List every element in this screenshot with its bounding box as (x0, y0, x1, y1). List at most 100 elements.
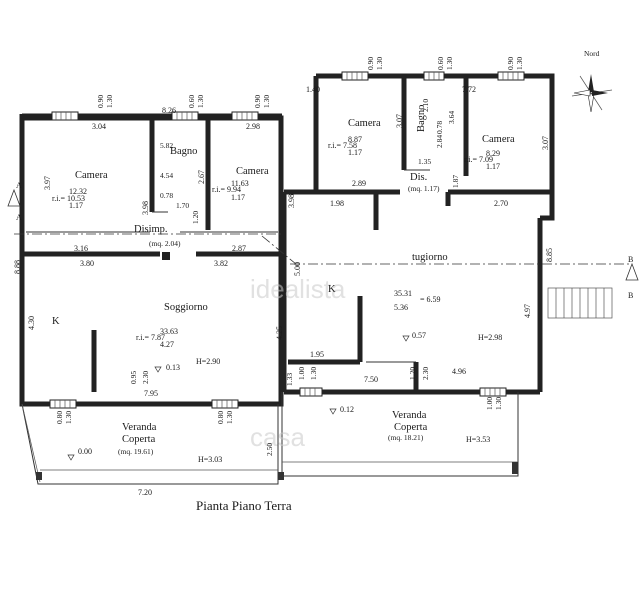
svg-text:0.80: 0.80 (216, 411, 225, 424)
room-height: H=2.90 (196, 357, 220, 366)
left-block-walls (19, 113, 284, 407)
room-name-1: Veranda (122, 422, 157, 433)
svg-text:0.60: 0.60 (187, 95, 196, 108)
room-camera-2: Camera r.i.= 9.94 11.63 1.17 (212, 166, 269, 202)
svg-text:7.95: 7.95 (144, 389, 158, 398)
level-triangle-icon (329, 408, 337, 415)
room-den: 1.17 (348, 148, 362, 157)
svg-text:0.90: 0.90 (96, 95, 105, 108)
room-name: Dis. (410, 172, 427, 183)
svg-text:2.87: 2.87 (232, 244, 246, 253)
room-area: (mq. 1.17) (408, 184, 440, 193)
svg-text:1.30: 1.30 (494, 397, 503, 410)
room-den: 1.17 (486, 162, 500, 171)
window-sog-bottom-1 (49, 399, 77, 409)
dim: 3.64 (447, 111, 456, 124)
svg-text:2.70: 2.70 (494, 199, 508, 208)
room-veranda-1: Veranda Coperta (mq. 19.61) H=3.03 0.00 (78, 422, 222, 464)
svg-text:3.16: 3.16 (74, 244, 88, 253)
svg-text:2.89: 2.89 (352, 179, 366, 188)
room-name-1: Veranda (392, 410, 427, 421)
section-mark-a-top: A (16, 181, 22, 190)
room-soggiorno: Soggiorno r.i.= 7.87 33.63 4.27 H=2.90 0… (52, 302, 220, 372)
section-mark-b-top: B (628, 255, 633, 264)
watermark-casa: casa (250, 422, 305, 452)
level-triangle-icon (402, 335, 410, 342)
svg-text:7.50: 7.50 (364, 375, 378, 384)
room-height: H=3.53 (466, 435, 490, 444)
room-name: Bagno (170, 146, 197, 157)
svg-text:1.00: 1.00 (297, 367, 306, 380)
svg-text:1.30: 1.30 (262, 95, 271, 108)
dim: 0.78 (160, 191, 173, 200)
section-arrow-b-icon (625, 262, 639, 281)
svg-text:1.00: 1.00 (485, 397, 494, 410)
room-dis: Dis. (mq. 1.17) (408, 172, 440, 193)
room-camera-1: Camera r.i.= 10.53 12.32 1.17 (52, 170, 108, 210)
room-level: 0.00 (78, 447, 92, 456)
window-right-top-1 (341, 71, 369, 81)
svg-text:0.80: 0.80 (55, 411, 64, 424)
section-mark-b-bottom: B (628, 291, 633, 300)
room-ratio: r.i.= 7.58 (328, 141, 357, 150)
svg-text:2.67: 2.67 (197, 170, 206, 184)
room-height: H=3.03 (198, 455, 222, 464)
dim: 4.54 (160, 171, 173, 180)
room-ratio: r.i.= 7.87 (136, 333, 165, 342)
svg-text:0.90: 0.90 (253, 95, 262, 108)
svg-text:8.85: 8.85 (545, 248, 554, 262)
svg-text:2.30: 2.30 (421, 367, 430, 380)
room-name: Soggiorno (164, 302, 208, 313)
verandas (21, 287, 613, 485)
room-area: 8.29 (486, 149, 500, 158)
section-arrow-a-icon (7, 188, 21, 207)
dim: 5.82 (160, 141, 173, 150)
dimensions-right: 1.40 0.90 1.30 0.60 1.30 7.72 0.90 1.30 … (285, 57, 554, 410)
room-area: (mq. 18.21) (388, 433, 424, 442)
room-level: 0.12 (340, 405, 354, 414)
room-den: 1.17 (231, 193, 245, 202)
room-den: 4.27 (160, 340, 174, 349)
svg-text:8.26: 8.26 (162, 106, 176, 115)
room-tugiorno: tugiorno = 6.59 35.31 5.36 H=2.98 0.57 K (328, 252, 502, 342)
room-camera-3: Camera r.i.= 7.58 8.87 1.17 (328, 118, 381, 157)
svg-text:4.96: 4.96 (452, 367, 466, 376)
svg-text:1.30: 1.30 (309, 367, 318, 380)
svg-text:4.30: 4.30 (27, 316, 36, 330)
room-ratio: r.i.= 10.53 (52, 194, 85, 203)
svg-text:4.25: 4.25 (275, 326, 284, 340)
svg-text:1.30: 1.30 (196, 95, 205, 108)
window-sog-bottom-2 (211, 399, 239, 409)
room-area: 11.63 (231, 179, 249, 188)
svg-text:3.82: 3.82 (214, 259, 228, 268)
room-area: 8.87 (348, 135, 362, 144)
svg-text:1.30: 1.30 (375, 57, 384, 70)
window-liv-bottom-2 (479, 387, 507, 397)
dim: 2.84 (435, 135, 444, 148)
svg-text:1.87: 1.87 (451, 175, 460, 188)
window-right-top-3 (497, 71, 525, 81)
room-camera-4: Camera r.i.= 7.09 8.29 1.17 (464, 134, 515, 171)
svg-text:0.90: 0.90 (506, 57, 515, 70)
svg-text:1.30: 1.30 (445, 57, 454, 70)
svg-text:7.20: 7.20 (138, 488, 152, 497)
room-name: Bagno (416, 105, 427, 132)
svg-text:3.97: 3.97 (43, 176, 52, 190)
room-name-2: Coperta (122, 434, 156, 445)
room-veranda-2: Veranda Coperta (mq. 18.21) H=3.53 0.12 (340, 405, 490, 444)
window-left-top-1 (51, 111, 79, 121)
room-name: Disimp. (134, 224, 168, 235)
room-disimpegno: Disimp. (mq. 2.04) (134, 224, 181, 248)
room-den: 5.36 (394, 303, 408, 312)
svg-text:3.98: 3.98 (287, 194, 296, 208)
svg-text:2.50: 2.50 (265, 443, 274, 456)
svg-text:0.90: 0.90 (366, 57, 375, 70)
room-name: Camera (348, 118, 381, 129)
svg-text:1.33: 1.33 (285, 373, 294, 386)
svg-text:1.40: 1.40 (306, 85, 320, 94)
room-level: 0.13 (166, 363, 180, 372)
svg-text:3.04: 3.04 (92, 122, 106, 131)
level-triangle-icon (154, 366, 162, 373)
svg-text:1.95: 1.95 (310, 350, 324, 359)
